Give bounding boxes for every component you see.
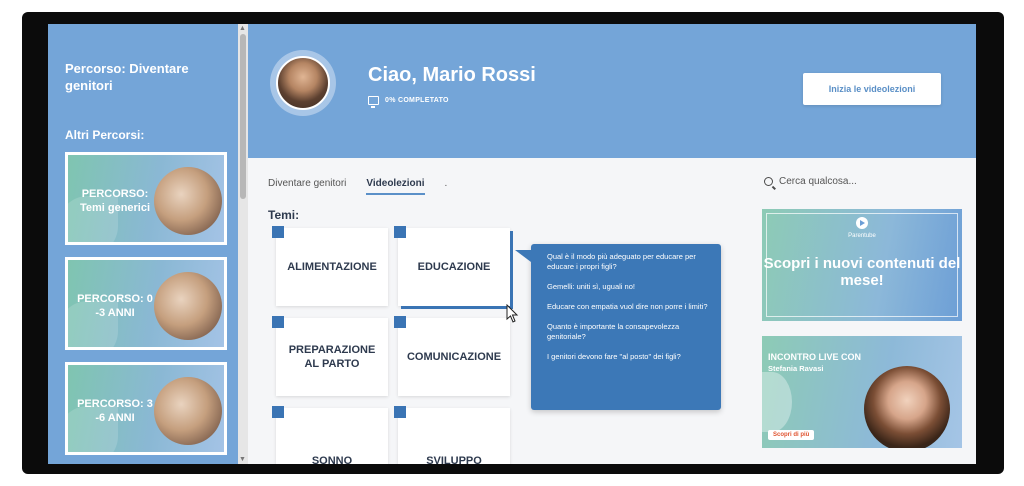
avatar <box>276 56 330 110</box>
main-content: Diventare genitori Videolezioni . Temi: … <box>248 158 976 464</box>
tile-marker <box>394 406 406 418</box>
tile-marker <box>394 316 406 328</box>
live-event-banner[interactable]: INCONTRO LIVE CON Stefania Ravasi Scopri… <box>762 336 962 448</box>
discover-more-button[interactable]: Scopri di più <box>768 430 815 440</box>
scroll-up-icon[interactable]: ▲ <box>239 25 246 32</box>
leaf-decoration <box>68 301 118 347</box>
promo-text: Scopri i nuovi contenuti del mese! <box>763 255 961 289</box>
theme-tile-sonno[interactable]: SONNO <box>272 406 388 464</box>
leaf-decoration <box>762 372 792 432</box>
tile-label: ALIMENTAZIONE <box>287 261 377 273</box>
host-photo <box>864 366 950 448</box>
popover-lesson-link[interactable]: Quanto è importante la consapevolezza ge… <box>547 322 680 341</box>
tab-dot: . <box>444 178 448 189</box>
scroll-down-icon[interactable]: ▼ <box>239 456 246 463</box>
live-host-name: Stefania Ravasi <box>768 364 824 373</box>
leaf-decoration <box>68 196 118 242</box>
path-card-label: PERCORSO: 3 -6 ANNI <box>77 398 153 424</box>
search-input[interactable] <box>779 176 899 187</box>
tab-videolezioni[interactable]: Videolezioni <box>366 178 425 195</box>
play-icon <box>856 217 868 229</box>
scrollbar-thumb[interactable] <box>240 34 246 199</box>
tile-label: SONNO <box>311 455 353 464</box>
popover-lesson-link[interactable]: Educare con empatia vuol dire non porre … <box>547 302 708 311</box>
tile-label: SVILUPPO <box>426 455 482 464</box>
search-bar <box>764 176 899 187</box>
tile-marker <box>272 316 284 328</box>
theme-tile-educazione[interactable]: EDUCAZIONE <box>394 226 510 306</box>
promo-banner[interactable]: Parentube Scopri i nuovi contenuti del m… <box>762 209 962 321</box>
theme-tile-comunicazione[interactable]: COMUNICAZIONE <box>394 316 510 396</box>
popover-lesson-link[interactable]: Gemelli: uniti sì, uguali no! <box>547 282 635 291</box>
lessons-popover: Qual è il modo più adeguato per educare … <box>515 244 721 410</box>
tile-label: COMUNICAZIONE <box>406 351 502 363</box>
sidebar-title: Percorso: Diventare genitori <box>65 61 189 93</box>
path-card-0-3[interactable]: PERCORSO: 0 -3 ANNI <box>65 257 227 350</box>
theme-tile-sviluppo[interactable]: SVILUPPO <box>394 406 510 464</box>
promo-logo: Parentube <box>762 217 962 239</box>
theme-tile-preparazione[interactable]: PREPARAZIONE AL PARTO <box>272 316 388 396</box>
monitor-icon <box>368 96 379 108</box>
promo-brand: Parentube <box>848 233 876 239</box>
tile-label: EDUCAZIONE <box>417 261 491 273</box>
path-card-label: PERCORSO: 0 -3 ANNI <box>77 293 153 319</box>
tile-marker <box>272 406 284 418</box>
progress-label: 0% COMPLETATO <box>385 97 449 104</box>
tile-marker <box>394 226 406 238</box>
mouse-cursor-icon <box>506 304 519 323</box>
app-screen: Percorso: Diventare genitori Altri Perco… <box>48 24 976 464</box>
sidebar: Percorso: Diventare genitori Altri Perco… <box>48 24 238 464</box>
progress-status: 0% COMPLETATO <box>368 96 449 108</box>
search-icon[interactable] <box>764 177 773 186</box>
tab-diventare-genitori[interactable]: Diventare genitori <box>268 178 347 189</box>
profile-header: Ciao, Mario Rossi 0% COMPLETATO Inizia l… <box>248 24 976 158</box>
sidebar-subtitle: Altri Percorsi: <box>65 128 145 142</box>
child-photo <box>154 377 222 445</box>
avatar-ring <box>270 50 336 116</box>
leaf-decoration <box>68 406 118 452</box>
tab-bar: Diventare genitori Videolezioni . <box>268 178 447 195</box>
family-photo <box>154 167 222 235</box>
baby-photo <box>154 272 222 340</box>
promo-border <box>766 213 958 317</box>
greeting: Ciao, Mario Rossi <box>368 64 536 86</box>
path-card-3-6[interactable]: PERCORSO: 3 -6 ANNI <box>65 362 227 455</box>
tile-marker <box>272 226 284 238</box>
themes-heading: Temi: <box>268 208 300 222</box>
theme-tile-alimentazione[interactable]: ALIMENTAZIONE <box>272 226 388 306</box>
start-lessons-button[interactable]: Inizia le videolezioni <box>803 73 941 105</box>
path-card-label: PERCORSO: Temi generici <box>79 188 151 214</box>
popover-lesson-link[interactable]: I genitori devono fare "al posto" dei fi… <box>547 352 681 361</box>
tile-label: PREPARAZIONE AL PARTO <box>288 344 376 370</box>
live-title: INCONTRO LIVE CON <box>768 352 862 362</box>
popover-lesson-link[interactable]: Qual è il modo più adeguato per educare … <box>547 252 696 271</box>
sidebar-scrollbar[interactable]: ▲ ▼ <box>238 24 248 464</box>
path-card-general[interactable]: PERCORSO: Temi generici <box>65 152 227 245</box>
